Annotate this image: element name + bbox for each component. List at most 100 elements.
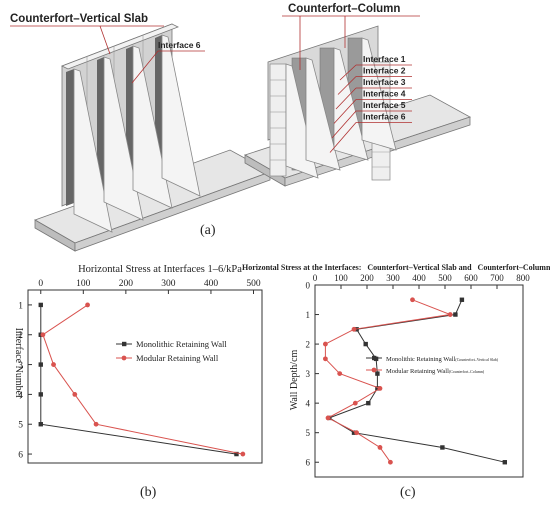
counterfort-column-model [244, 25, 471, 187]
series-2-point [323, 356, 328, 362]
series-2-point [240, 451, 246, 457]
x-tick-label: 200 [119, 279, 134, 289]
chart-b-ylabel: Interface Number [13, 328, 24, 399]
interface-label-3: Interface 3 [363, 77, 406, 87]
y-tick-label: 6 [306, 458, 311, 468]
interface-label-1: Interface 1 [363, 54, 406, 64]
x-tick-label: 500 [438, 273, 452, 283]
legend-marker-1 [372, 355, 377, 361]
legend-marker-2 [121, 355, 127, 361]
x-tick-label: 400 [204, 279, 219, 289]
series-1-point [366, 400, 371, 406]
x-tick-label: 300 [161, 279, 176, 289]
series-1-point [453, 312, 458, 317]
interface-leader-5 [331, 110, 357, 139]
x-tick-label: 100 [334, 273, 348, 283]
x-tick-label: 300 [386, 273, 400, 283]
label-counterfort-vertical-slab: Counterfort–Vertical Slab [10, 13, 148, 25]
series-1-point [459, 297, 465, 302]
y-tick-label: 5 [18, 421, 23, 431]
y-tick-label: 4 [306, 399, 311, 409]
series-1-point [38, 392, 43, 397]
series-line-1 [40, 304, 237, 455]
interface-leader-1 [339, 64, 357, 81]
series-2-point [352, 400, 358, 406]
x-tick-label: 500 [246, 279, 261, 289]
series-1-point [440, 445, 445, 450]
chart-c: Horizontal Stress at the Interfaces: Cou… [242, 263, 550, 500]
caption-c: (c) [400, 485, 416, 500]
y-tick-label: 1 [18, 301, 23, 311]
plot-frame [314, 284, 524, 478]
series-1-point [38, 362, 43, 367]
interface-label-2: Interface 2 [363, 66, 406, 76]
series-1-point [502, 460, 507, 465]
label-left-group: Counterfort–Vertical Slab Interface 6 [10, 13, 205, 84]
y-tick-label: 2 [18, 331, 23, 341]
series-2-point [377, 385, 383, 391]
chart-b: Horizontal Stress at Interfaces 1–6/kPa … [13, 264, 263, 500]
x-tick-label: 800 [516, 273, 530, 283]
interface-label-6: Interface 6 [363, 112, 406, 122]
y-tick-label: 1 [306, 310, 311, 320]
series-2-point [72, 391, 78, 397]
series-2-point [410, 297, 415, 303]
interface-leader-4 [333, 99, 357, 124]
legend-marker-2 [371, 367, 377, 373]
x-tick-label: 700 [490, 273, 504, 283]
x-tick-label: 100 [76, 279, 91, 289]
legend-marker-1 [122, 341, 127, 347]
series-1-point [375, 386, 380, 391]
series-2-point [93, 421, 99, 427]
chart-c-title: Horizontal Stress at the Interfaces: Cou… [242, 263, 550, 272]
x-tick-label: 0 [38, 279, 43, 289]
legend-label-2: Modular Retaining Wall [136, 353, 219, 363]
x-tick-label: 600 [464, 273, 478, 283]
y-tick-label: 0 [306, 281, 311, 291]
y-tick-label: 4 [18, 391, 23, 401]
legend-label-2: Modular Retaining Wall(Counterfort–Colum… [386, 368, 485, 375]
x-tick-label: 200 [360, 273, 374, 283]
chart-b-title: Horizontal Stress at Interfaces 1–6/kPa [78, 264, 242, 275]
series-2-point [337, 371, 343, 377]
legend-label-1: Monolithic Retaining Wall(Counterfort–Ve… [386, 356, 499, 363]
series-1-point [38, 422, 43, 427]
x-tick-label: 400 [412, 273, 426, 283]
series-2-point [351, 326, 357, 332]
series-line-2 [42, 304, 243, 455]
interface-label-5: Interface 5 [363, 100, 406, 110]
legend-label-1: Monolithic Retaining Wall [136, 339, 227, 349]
y-tick-label: 6 [18, 451, 23, 461]
chart-c-ylabel: Wall Depth/cm [289, 350, 300, 411]
series-1-point [351, 430, 357, 435]
series-2-point [388, 459, 393, 465]
y-tick-label: 5 [306, 428, 311, 438]
series-line-1 [328, 299, 505, 463]
y-tick-label: 3 [306, 369, 311, 379]
series-2-point [85, 302, 90, 308]
series-1-point [363, 341, 368, 347]
series-1-point [38, 302, 43, 308]
series-2-point [51, 362, 56, 367]
series-1-point [375, 371, 380, 376]
label-right-group: Counterfort–Column [282, 3, 420, 70]
plot-frame [27, 289, 263, 464]
caption-b: (b) [140, 485, 157, 500]
interface-leader-2 [337, 76, 357, 95]
series-2-point [325, 415, 331, 421]
series-2-point [354, 430, 359, 436]
legend-suffix-1: (Counterfort–Vertical Slab) [455, 358, 498, 362]
series-line-2 [324, 299, 453, 463]
series-2-point [40, 332, 46, 338]
counterfort-vertical-slab-model [34, 23, 271, 252]
x-tick-label: 0 [313, 273, 318, 283]
series-2-point [447, 312, 453, 317]
label-counterfort-column: Counterfort–Column [288, 3, 400, 15]
interface-label-4: Interface 4 [363, 89, 406, 99]
label-left-interface-6: Interface 6 [158, 40, 201, 50]
series-2-point [377, 445, 383, 450]
